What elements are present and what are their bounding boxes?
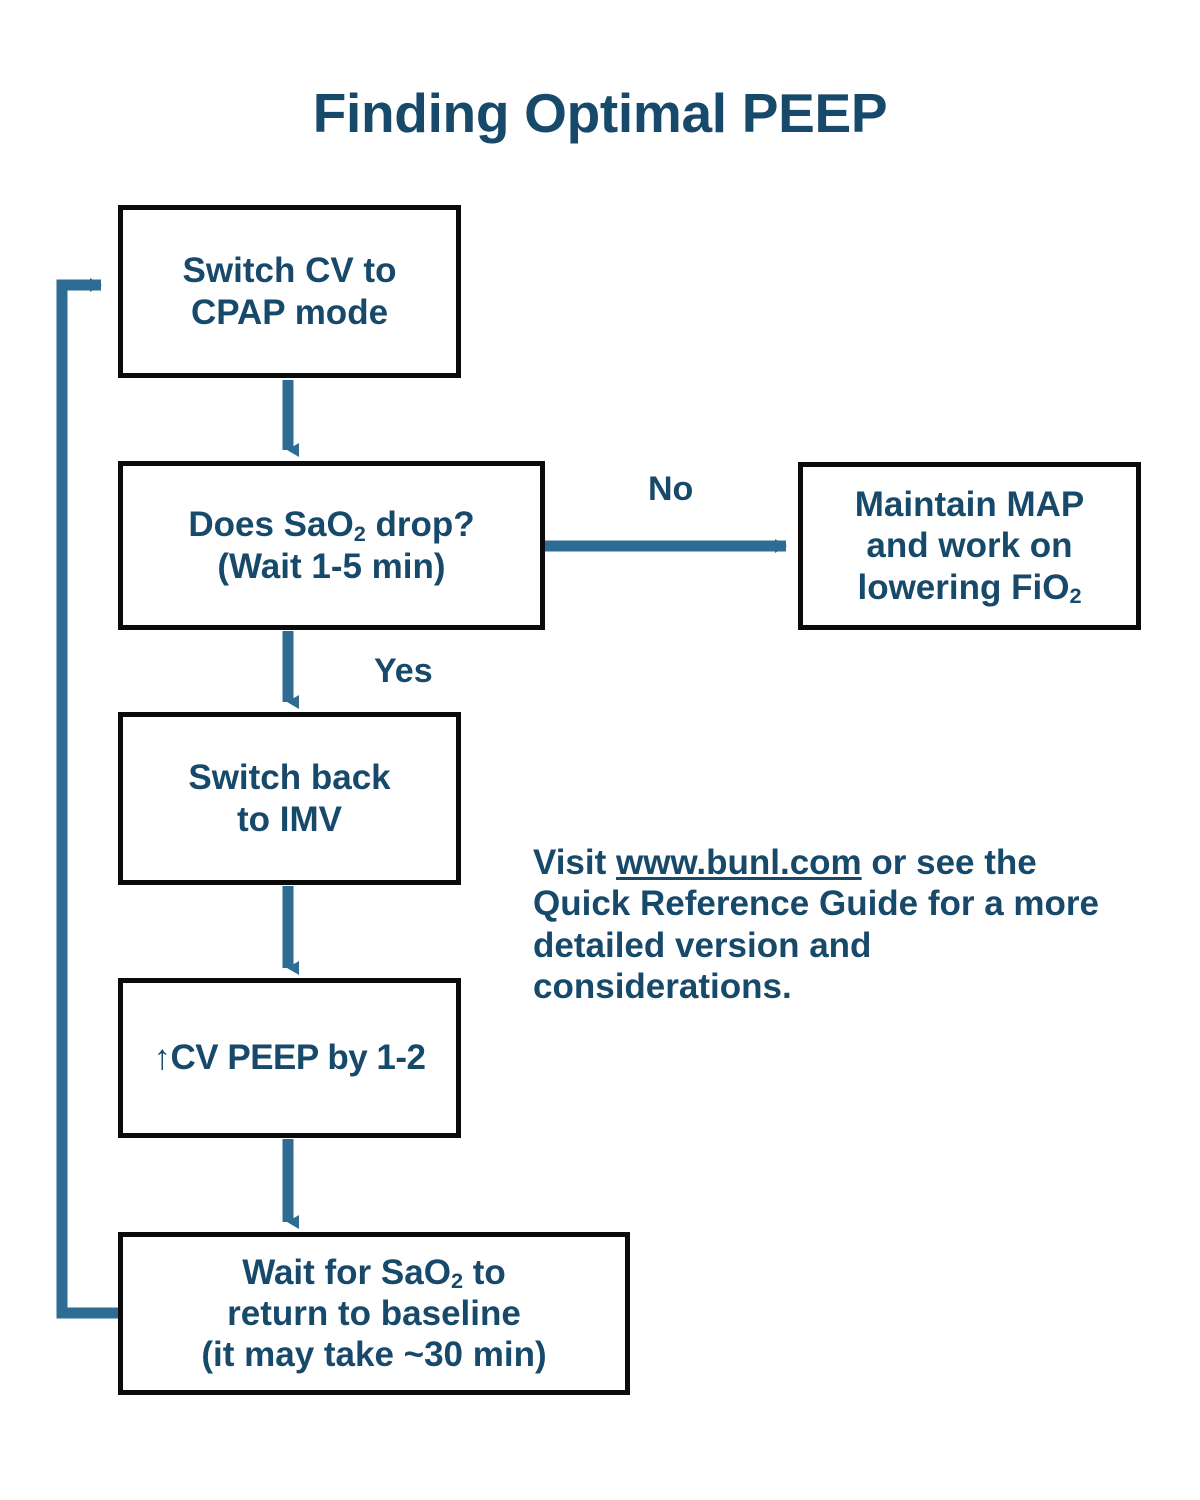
node-switch-back-to-imv[interactable]: Switch back to IMV xyxy=(118,712,461,885)
node-line-3: lowering FiO2 xyxy=(857,567,1082,609)
node-line-3: (it may take ~30 min) xyxy=(201,1335,547,1375)
node-increase-cv-peep[interactable]: ↑CV PEEP by 1-2 xyxy=(118,978,461,1138)
node-line-1: Maintain MAP xyxy=(854,485,1085,525)
node-label: Does SaO2 drop? (Wait 1-5 min) xyxy=(188,504,474,587)
node-line-1-pre: Does SaO xyxy=(188,505,354,545)
note-post: or see the Quick Reference Guide for a m… xyxy=(533,843,1100,1006)
node-line-1: Switch CV to xyxy=(182,251,397,291)
connector-wait-to-cpap-feedback xyxy=(56,278,118,1319)
node-switch-cv-to-cpap[interactable]: Switch CV to CPAP mode xyxy=(118,205,461,378)
node-line-1: Switch back xyxy=(188,758,391,798)
node-line-2: CPAP mode xyxy=(190,292,389,332)
node-maintain-map[interactable]: Maintain MAP and work on lowering FiO2 xyxy=(798,462,1141,630)
reference-note: Visit www.bunl.com or see the Quick Refe… xyxy=(533,842,1133,1007)
node-label: ↑CV PEEP by 1-2 xyxy=(153,1038,426,1078)
subscript-2: 2 xyxy=(1069,583,1082,609)
edge-label-yes: Yes xyxy=(374,652,433,690)
node-line-2: to IMV xyxy=(237,799,342,839)
node-label: Wait for SaO2 to return to baseline (it … xyxy=(201,1252,546,1376)
node-does-sao2-drop[interactable]: Does SaO2 drop? (Wait 1-5 min) xyxy=(118,461,545,630)
edge-label-no: No xyxy=(648,470,694,508)
node-line-2: and work on xyxy=(866,526,1073,566)
node-wait-for-sao2-baseline[interactable]: Wait for SaO2 to return to baseline (it … xyxy=(118,1232,630,1395)
node-line-1: Wait for SaO2 to xyxy=(242,1252,506,1294)
website-link[interactable]: www.bunl.com xyxy=(616,843,862,882)
page-title: Finding Optimal PEEP xyxy=(312,82,888,144)
node-line-1-post: to xyxy=(463,1252,506,1292)
node-line-1-post: drop? xyxy=(365,505,475,545)
note-pre: Visit xyxy=(533,843,617,882)
node-label: Maintain MAP and work on lowering FiO2 xyxy=(855,484,1084,608)
node-line-2: (Wait 1-5 min) xyxy=(217,546,446,586)
node-line-1-pre: Wait for SaO xyxy=(242,1252,451,1292)
node-label: Switch CV to CPAP mode xyxy=(183,250,397,333)
node-label: Switch back to IMV xyxy=(188,757,390,840)
node-line-2: return to baseline xyxy=(227,1293,521,1333)
node-line-3-pre: lowering FiO xyxy=(857,567,1070,607)
subscript-2: 2 xyxy=(353,520,366,546)
subscript-2: 2 xyxy=(450,1268,463,1294)
node-line-1: Does SaO2 drop? xyxy=(188,505,475,546)
